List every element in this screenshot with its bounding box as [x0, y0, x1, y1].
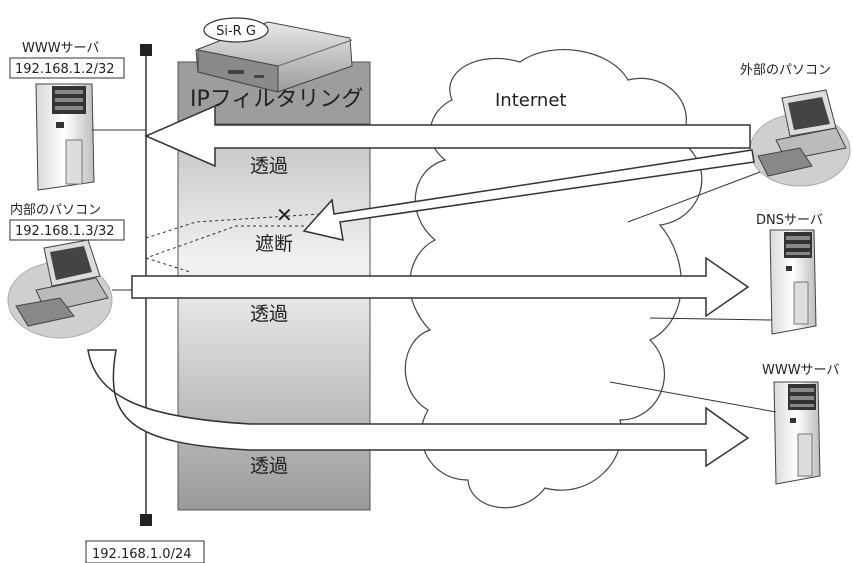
internal-www-server-ip: 192.168.1.2/32: [15, 62, 115, 77]
router-label: Si-R G: [216, 24, 256, 39]
network-address-label: 192.168.1.0/24: [92, 547, 192, 562]
external-pc: 外部のパソコン: [740, 63, 850, 186]
flow-label-pass-3: 透過: [250, 455, 288, 477]
internal-www-server-name: WWWサーバ: [22, 41, 99, 56]
desktop-pc-icon: [750, 90, 850, 186]
internal-pc-name: 内部のパソコン: [10, 202, 101, 218]
external-pc-name: 外部のパソコン: [740, 63, 831, 78]
flow-label-blocked: 遮断: [255, 233, 293, 255]
flow-label-pass-2: 透過: [250, 303, 288, 325]
internal-pc: 内部のパソコン 192.168.1.3/32: [8, 202, 146, 338]
desktop-pc-icon: [8, 240, 146, 338]
flow-label-pass-1: 透過: [250, 155, 288, 177]
external-www-server-name: WWWサーバ: [762, 363, 839, 378]
network-address-box: 192.168.1.0/24: [86, 541, 204, 563]
internet-label: Internet: [495, 90, 566, 111]
internal-pc-ip: 192.168.1.3/32: [15, 224, 115, 239]
dns-server-name: DNSサーバ: [756, 213, 823, 228]
internal-www-server: WWWサーバ 192.168.1.2/32: [10, 41, 146, 190]
blocked-mark: ✕: [276, 203, 293, 227]
server-tower-icon: [36, 84, 146, 190]
